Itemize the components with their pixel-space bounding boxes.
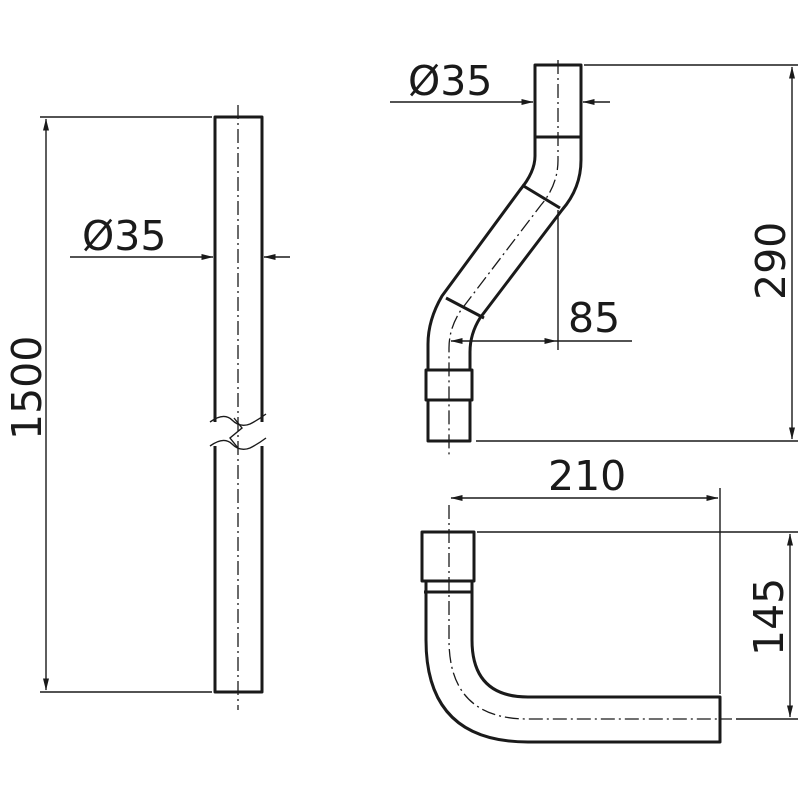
offset-pipe-left-wall <box>426 137 537 370</box>
break-mark <box>209 413 267 427</box>
offset-pipe-right-wall <box>468 137 583 370</box>
elbow-pipe-axis <box>448 505 732 720</box>
joint-line <box>445 296 485 320</box>
break-mark <box>209 437 267 451</box>
dimension-elbow-height: 145 <box>477 531 798 720</box>
offset-diameter-label: Ø35 <box>408 57 492 105</box>
elbow-width-label: 210 <box>548 452 626 500</box>
dimension-offset-shift: 85 <box>450 210 632 350</box>
elbow-pipe <box>420 505 732 744</box>
elbow-height-label: 145 <box>745 578 793 656</box>
dimension-straight-length: 1500 <box>3 116 212 693</box>
dimension-offset-height: 290 <box>476 64 798 442</box>
elbow-pipe-collar <box>420 530 476 583</box>
offset-pipe-bottom-collar <box>424 368 474 402</box>
offset-shift-label: 85 <box>568 294 620 342</box>
dimension-elbow-width: 210 <box>450 452 721 694</box>
elbow-pipe-body <box>424 581 722 744</box>
dimension-straight-diameter: Ø35 <box>70 212 290 260</box>
straight-pipe <box>209 105 267 710</box>
offset-pipe-axis <box>448 60 559 455</box>
joint-line <box>521 183 561 210</box>
offset-height-label: 290 <box>747 222 795 300</box>
straight-diameter-label: Ø35 <box>82 212 166 260</box>
straight-length-label: 1500 <box>3 336 51 440</box>
dimension-offset-diameter: Ø35 <box>390 57 610 105</box>
